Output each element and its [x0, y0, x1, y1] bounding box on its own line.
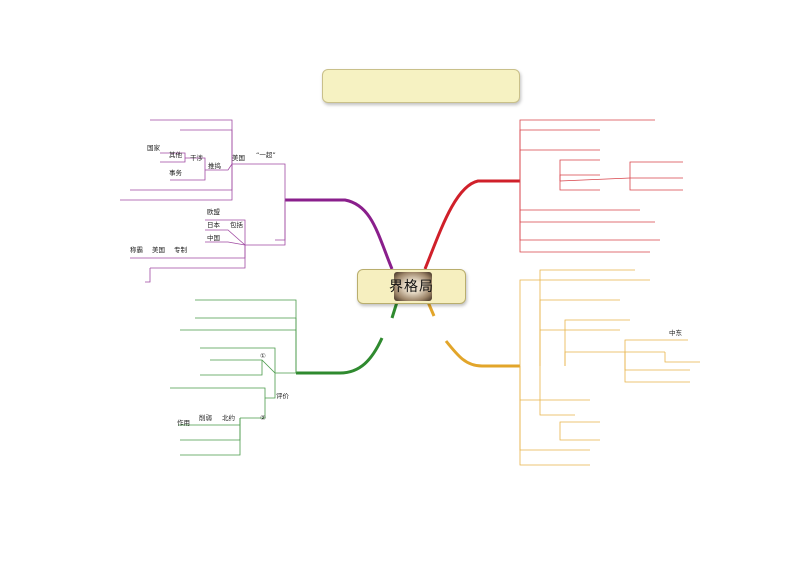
branch-orange-main [428, 302, 434, 316]
label-yichao: “一超” [256, 152, 276, 159]
title-box [322, 69, 520, 103]
label-tuijin: 推捣 [208, 163, 221, 170]
label-chengba: 称霸 [130, 247, 143, 254]
label-zuoyong: 作用 [177, 420, 190, 427]
label-meiguo-top: 美国 [232, 155, 245, 162]
label-oumeng: 欧盟 [207, 209, 220, 216]
label-guojia: 国家 [147, 145, 160, 152]
center-node[interactable]: 界格局 [357, 269, 466, 304]
label-shiwu: 事务 [169, 170, 182, 177]
label-xueruo: 削弱 [199, 415, 212, 422]
label-riben: 日本 [207, 222, 220, 229]
label-zhongdong: 中东 [669, 330, 682, 337]
label-ganshe: 干涉 [190, 155, 203, 162]
label-baokuo: 包括 [230, 222, 243, 229]
branch-orange-lower [446, 341, 520, 366]
branch-green-main [392, 302, 397, 318]
label-zhuanzhi: 专制 [174, 247, 187, 254]
label-qita: 其他 [169, 152, 182, 159]
label-zhongguo: 中国 [207, 235, 220, 242]
label-circle-2: ② [260, 415, 266, 422]
branch-green-lower [296, 338, 382, 373]
label-pingjia: 评价 [276, 393, 289, 400]
branch-purple-main [285, 200, 392, 269]
label-meiguo-left: 美国 [152, 247, 165, 254]
label-circle-1: ① [260, 353, 266, 360]
label-beiyue: 北约 [222, 415, 235, 422]
center-node-text: 界格局 [358, 276, 465, 296]
branch-red-main [425, 181, 520, 269]
